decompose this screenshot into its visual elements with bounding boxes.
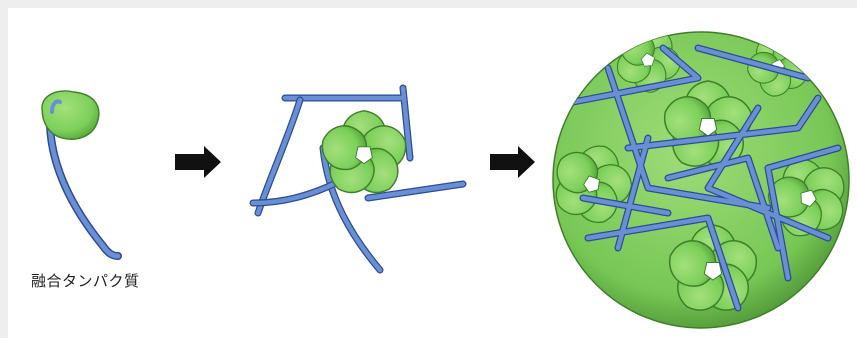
pentamer-assembly bbox=[253, 88, 463, 270]
assembled-cage bbox=[536, 14, 857, 328]
arrow-right-icon bbox=[175, 146, 221, 178]
figure-panel: 融合タンパク質 bbox=[8, 8, 857, 338]
arrow-right-icon bbox=[490, 146, 535, 178]
fusion-protein-label: 融合タンパク質 bbox=[31, 270, 140, 291]
monomer-fusion-protein bbox=[42, 91, 118, 256]
